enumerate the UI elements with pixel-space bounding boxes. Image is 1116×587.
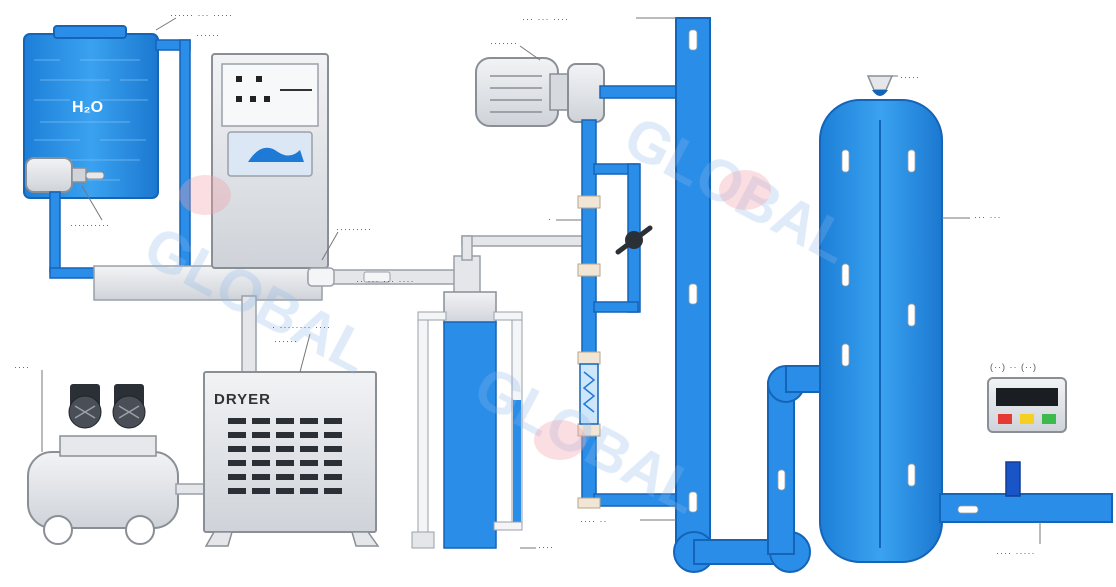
watermark-logos: [179, 170, 771, 460]
label-water-tank-2: ······: [196, 30, 220, 40]
label-pump: ··········: [70, 220, 110, 230]
label-dryer-2: ······: [274, 336, 298, 346]
label-analyzer: (··) ·· (··): [990, 362, 1037, 372]
label-generator: ·····: [900, 72, 920, 82]
label-flowmeter-bottom: ····: [538, 542, 554, 552]
label-dryer: · ········ ····: [272, 322, 331, 332]
ozone-contact-tank: [819, 75, 943, 563]
flow-arrows-left: [777, 469, 786, 491]
base-platform: [93, 265, 323, 301]
label-pipe-mid: ·· ··· ··· ····: [356, 276, 414, 286]
label-valve-top: ··· ··· ····: [522, 14, 569, 24]
dryer-text: DRYER: [214, 391, 271, 408]
label-control-box: ·········: [336, 224, 372, 234]
air-compressor: [27, 384, 207, 545]
label-water-tank: ······ ··· ·····: [170, 10, 233, 20]
u-bend-pipes: [673, 365, 827, 573]
leader-lines: [41, 17, 1041, 549]
air-pipe-to-filter: [307, 267, 459, 287]
control-cabinet: [211, 53, 329, 269]
butterfly-valve-icon: [615, 225, 653, 255]
water-tank-text: H₂O: [72, 99, 103, 116]
label-compressor: ····: [14, 362, 30, 372]
refrigerated-dryer: [203, 295, 380, 547]
label-column: ··· ···: [974, 212, 1001, 222]
blower-motor: [475, 57, 605, 127]
pipe-fittings: [577, 195, 601, 509]
flowmeter-icon: [579, 363, 599, 425]
label-outlet: ···· ·····: [996, 548, 1035, 558]
oxygen-tank: [411, 235, 587, 549]
water-pump-icon: [25, 157, 105, 193]
mixing-column: [675, 17, 711, 549]
label-motor: ·······: [490, 38, 518, 48]
label-bottom-left-pipe: ···· ··: [580, 516, 607, 526]
outlet-pipe: [939, 461, 1113, 523]
label-tee: ·: [548, 214, 552, 224]
ozone-analyzer: [987, 377, 1067, 433]
